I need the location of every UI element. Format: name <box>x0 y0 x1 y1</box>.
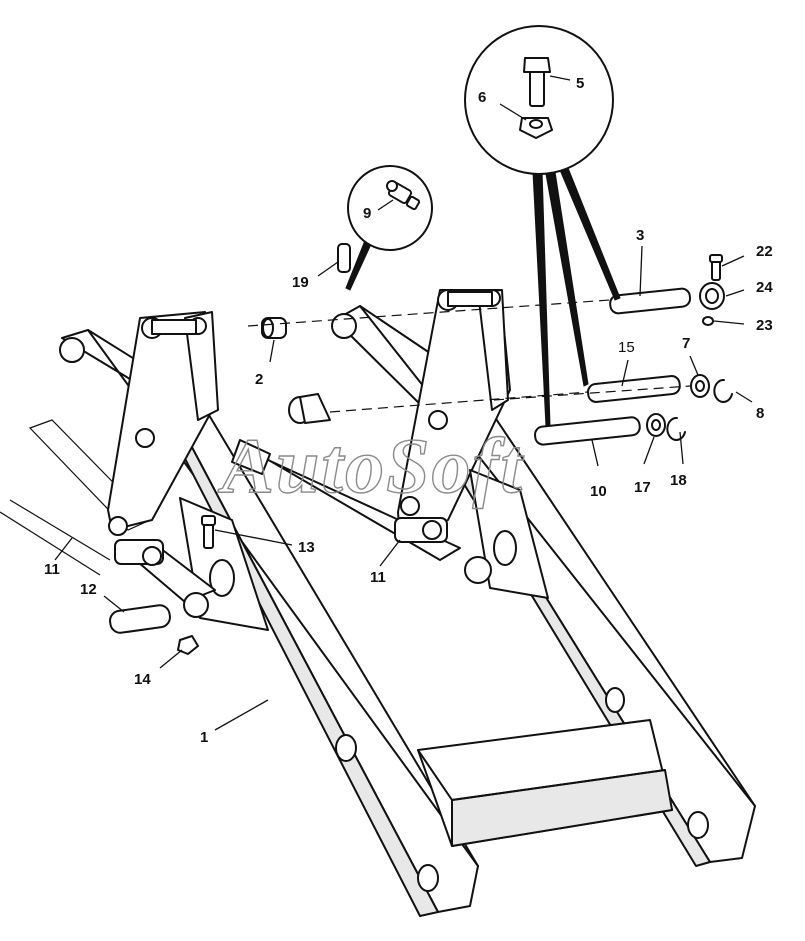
right-linkage <box>231 289 549 599</box>
label-8: 8 <box>756 405 764 422</box>
label-11-left: 11 <box>44 561 60 578</box>
label-12: 12 <box>80 581 97 598</box>
left-linkage <box>0 311 269 631</box>
label-11-right: 11 <box>370 569 386 586</box>
label-17: 17 <box>634 479 651 496</box>
label-10: 10 <box>590 483 607 500</box>
label-22: 22 <box>756 243 773 260</box>
label-13: 13 <box>298 539 315 556</box>
label-18: 18 <box>670 472 687 489</box>
callout-labels: 5 6 9 19 2 3 22 24 23 15 7 8 10 17 18 13… <box>44 75 773 746</box>
label-14: 14 <box>134 671 151 688</box>
label-6: 6 <box>478 89 486 106</box>
label-9: 9 <box>363 205 371 222</box>
loose-parts <box>109 243 733 655</box>
leader-lines <box>54 75 753 731</box>
label-2: 2 <box>255 371 263 388</box>
label-3: 3 <box>636 227 644 244</box>
detail-callout-bolt-nut <box>464 25 621 427</box>
label-7: 7 <box>682 335 690 352</box>
label-23: 23 <box>756 317 773 334</box>
label-1: 1 <box>200 729 208 746</box>
detail-callout-grease-nipple <box>345 165 433 291</box>
label-15: 15 <box>618 339 635 356</box>
label-5: 5 <box>576 75 584 92</box>
label-24: 24 <box>756 279 773 296</box>
watermark-text: AutoSoft <box>217 422 524 509</box>
label-19: 19 <box>292 274 309 291</box>
